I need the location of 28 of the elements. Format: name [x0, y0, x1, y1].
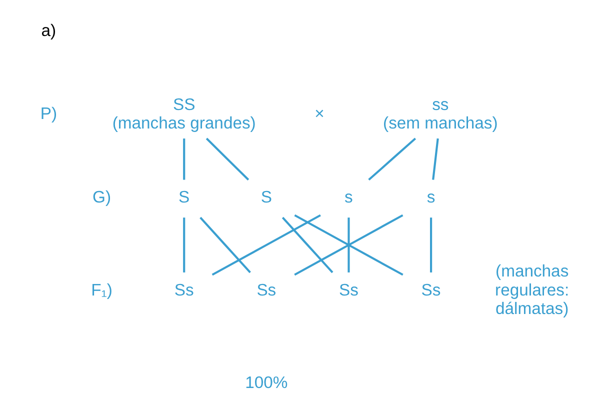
node-text: SS (manchas grandes): [112, 94, 256, 132]
label: G): [92, 187, 111, 206]
label: a): [40, 20, 56, 40]
label: F₁): [90, 280, 112, 299]
connector: [347, 217, 350, 272]
connector: [211, 214, 320, 276]
node-text: ss (sem manchas): [382, 94, 498, 132]
label: 100%: [244, 372, 288, 392]
node-text: S: [178, 187, 190, 206]
label: P): [40, 104, 56, 123]
connector: [182, 138, 185, 180]
node-text: Ss: [256, 280, 276, 299]
label: (manchas regulares: dálmatas): [494, 261, 569, 318]
label: ×: [314, 104, 324, 123]
node-text: Ss: [338, 280, 358, 299]
connector: [368, 137, 416, 180]
connector: [182, 217, 185, 272]
connector: [430, 217, 432, 272]
node-text: Ss: [420, 280, 440, 299]
node-text: s: [426, 187, 435, 206]
connector: [294, 214, 403, 276]
connector: [205, 137, 249, 180]
node-text: s: [344, 187, 352, 206]
connector: [199, 216, 250, 273]
node-text: S: [260, 187, 272, 206]
connector: [281, 216, 333, 273]
connector: [432, 138, 438, 180]
node-text: Ss: [174, 280, 194, 299]
